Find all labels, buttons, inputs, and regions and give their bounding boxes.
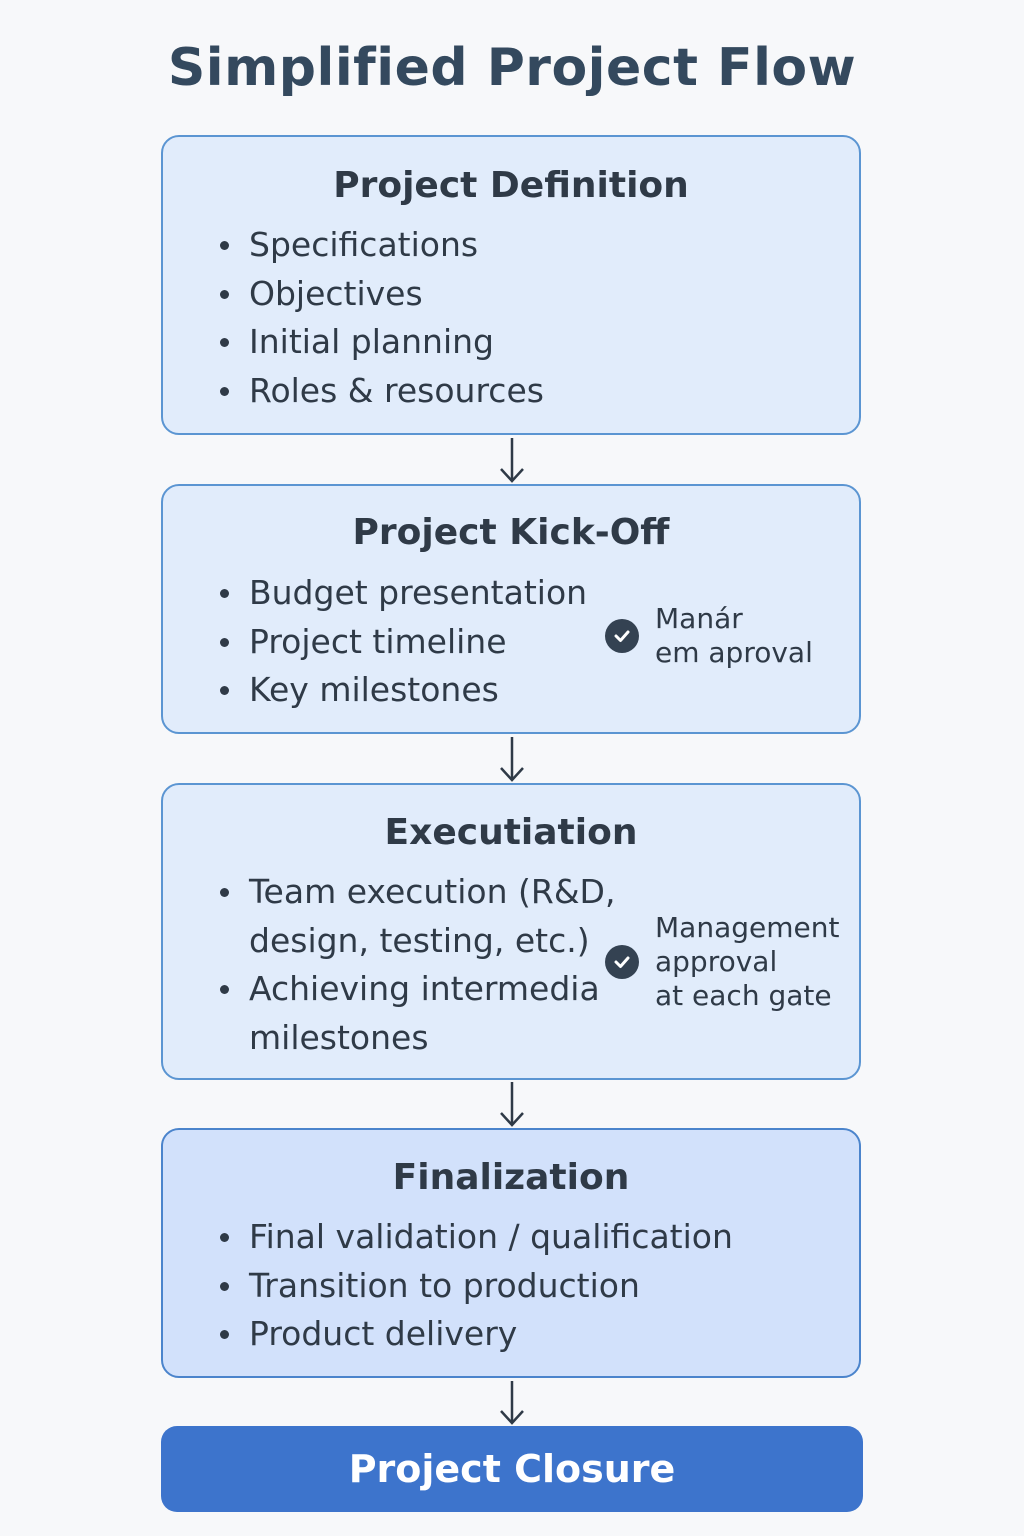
project-closure-box: Project Closure <box>161 1426 863 1512</box>
list-item: Key milestones <box>213 666 587 715</box>
diagram-title: Simplified Project Flow <box>167 38 857 98</box>
list-item: Roles & resources <box>213 367 544 416</box>
stage-project-definition: Project Definition Specifications Object… <box>161 135 861 435</box>
arrow-down-icon <box>500 438 524 483</box>
list-item: Achieving intermedia milestones <box>213 965 615 1062</box>
stage-finalization: Finalization Final validation / qualific… <box>161 1128 861 1378</box>
stage-title: Project Definition <box>333 165 689 206</box>
list-item: Objectives <box>213 270 544 319</box>
stage-title: Project Kick-Off <box>352 512 670 553</box>
approval-note-text: Management approval at each gate <box>655 911 840 1012</box>
list-item: Initial planning <box>213 318 544 367</box>
list-item: Final validation / qualification <box>213 1213 733 1262</box>
list-item: Transition to production <box>213 1262 733 1311</box>
check-circle-icon <box>605 619 639 653</box>
stage-title: Finalization <box>392 1157 630 1198</box>
stage-title: Executiation <box>384 812 638 853</box>
arrow-down-icon <box>500 737 524 782</box>
stage-items: Specifications Objectives Initial planni… <box>213 221 544 415</box>
approval-note: Manár em aproval <box>605 602 813 670</box>
list-item: Team execution (R&D, design, testing, et… <box>213 868 615 965</box>
stage-project-kick-off: Project Kick-Off Budget presentation Pro… <box>161 484 861 734</box>
stage-items: Budget presentation Project timeline Key… <box>213 569 587 715</box>
approval-note: Management approval at each gate <box>605 911 839 1013</box>
arrow-down-icon <box>500 1381 524 1425</box>
approval-note-text: Manár em aproval <box>655 602 813 669</box>
list-item: Specifications <box>213 221 544 270</box>
stage-execution: Executiation Team execution (R&D, design… <box>161 783 861 1080</box>
check-circle-icon <box>605 945 639 979</box>
stage-items: Team execution (R&D, design, testing, et… <box>213 868 615 1062</box>
list-item: Budget presentation <box>213 569 587 618</box>
list-item: Product delivery <box>213 1310 733 1359</box>
arrow-down-icon <box>500 1082 524 1127</box>
list-item: Project timeline <box>213 618 587 667</box>
stage-items: Final validation / qualification Transit… <box>213 1213 733 1359</box>
